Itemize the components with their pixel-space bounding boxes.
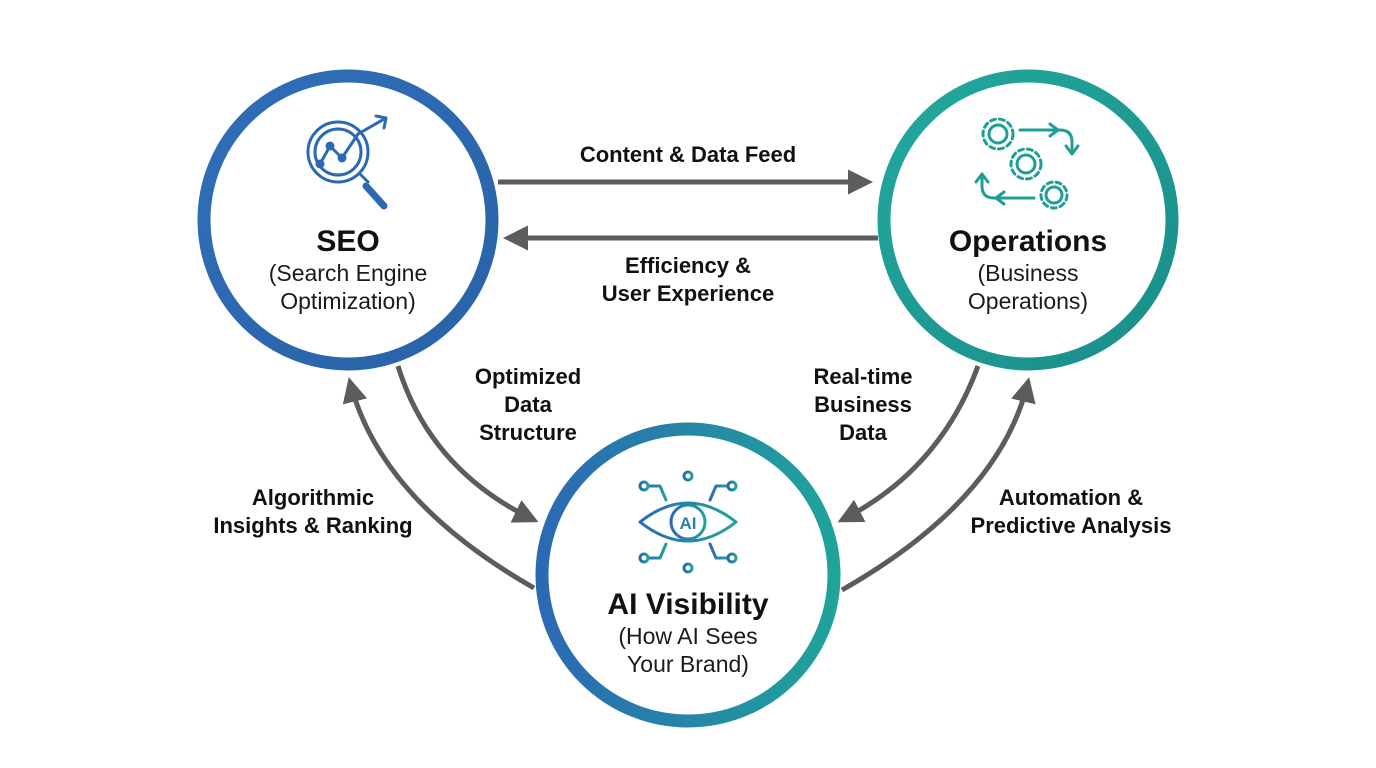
ai-visibility-subtitle-line1: (How AI Sees xyxy=(618,623,758,649)
seo-node: SEO (Search Engine Optimization) xyxy=(228,225,468,315)
seo-title: SEO xyxy=(316,225,380,258)
edge-label-seo-to-operations: Content & Data Feed xyxy=(579,142,797,167)
operations-title: Operations xyxy=(948,225,1108,258)
seo-subtitle-line2: Optimization) xyxy=(280,288,416,314)
operations-circle xyxy=(877,69,1179,371)
edge-label-ai-to-seo: Algorithmic Insights & Ranking xyxy=(213,485,413,538)
connector-arrows xyxy=(342,169,1036,593)
ai-visibility-node: AI Visibility (How AI Sees Your Brand) xyxy=(563,588,813,678)
gears-cycle-icon xyxy=(974,117,1080,210)
edge-label-operations-to-ai: Real-time Business Data xyxy=(813,364,913,445)
arrow-ai-to-seo xyxy=(342,377,536,591)
ai-visibility-circle xyxy=(535,422,841,728)
edge-label-ai-to-operations: Automation & Predictive Analysis xyxy=(970,485,1172,538)
ai-eye-icon xyxy=(638,470,738,574)
ai-visibility-title: AI Visibility xyxy=(607,588,769,621)
seo-circle xyxy=(197,69,499,371)
ai-visibility-subtitle-line2: Your Brand) xyxy=(627,651,749,677)
arrow-operations-to-ai xyxy=(837,365,981,523)
arrow-seo-to-ai xyxy=(395,365,539,523)
arrow-ai-to-operations xyxy=(840,377,1036,593)
magnifier-chart-icon xyxy=(306,114,388,210)
operations-node: Operations (Business Operations) xyxy=(898,225,1158,315)
seo-subtitle-line1: (Search Engine xyxy=(268,260,428,286)
edge-label-operations-to-seo: Efficiency & User Experience xyxy=(601,253,775,306)
edge-label-seo-to-ai: Optimized Data Structure xyxy=(474,364,582,445)
operations-subtitle-line2: Operations) xyxy=(967,288,1089,314)
operations-subtitle-line1: (Business xyxy=(977,260,1079,286)
ai-icon-label: AI xyxy=(680,514,697,533)
